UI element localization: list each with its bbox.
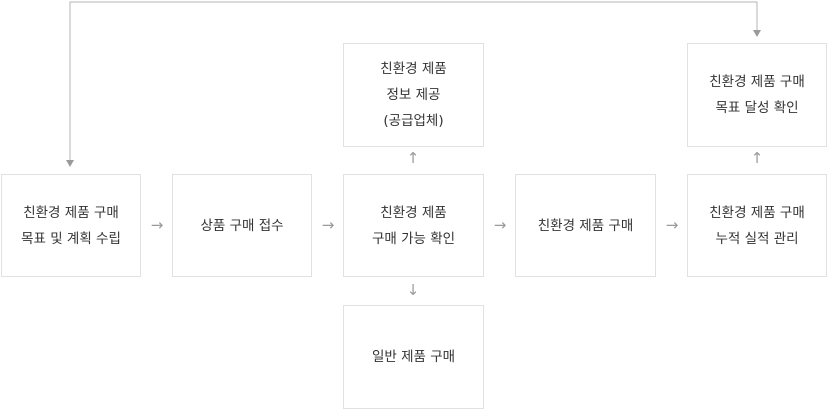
step-record-management: 친환경 제품 구매 누적 실적 관리 — [687, 174, 827, 277]
right-arrow-icon: → — [150, 216, 164, 234]
right-arrow-icon: → — [493, 216, 507, 234]
up-arrow-icon: ↑ — [406, 149, 420, 167]
step-supplier-info: 친환경 제품 정보 제공 (공급업체) — [343, 43, 484, 147]
right-arrow-icon: → — [665, 216, 679, 234]
down-arrow-icon: ↓ — [406, 281, 420, 299]
up-arrow-icon: ↑ — [750, 149, 764, 167]
step-goal-confirmation: 친환경 제품 구매 목표 달성 확인 — [687, 43, 827, 147]
step-order-receipt: 상품 구매 접수 — [172, 174, 312, 277]
right-arrow-icon: → — [321, 216, 335, 234]
step-availability-check: 친환경 제품 구매 가능 확인 — [343, 174, 484, 277]
step-goal-planning: 친환경 제품 구매 목표 및 계획 수립 — [1, 174, 141, 277]
step-eco-purchase: 친환경 제품 구매 — [515, 174, 656, 277]
step-general-purchase: 일반 제품 구매 — [343, 305, 484, 409]
